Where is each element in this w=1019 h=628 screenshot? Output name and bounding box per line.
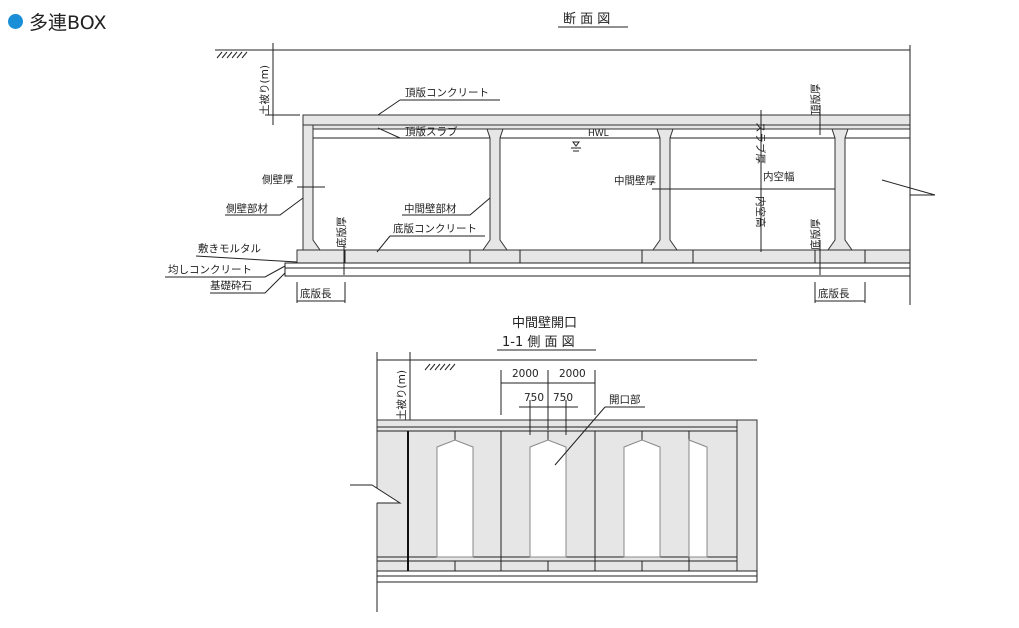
side-view-title: 1-1 側 面 図 — [502, 335, 575, 350]
side-soil-cover-label: 土被り(m) — [395, 370, 408, 420]
break-mark-icon — [350, 484, 402, 504]
side-wall-member-label: 側壁部材 — [226, 202, 268, 215]
side-wall-thickness-label: 側壁厚 — [262, 173, 294, 186]
bullet-icon — [8, 14, 23, 29]
inner-height-label: 内空高 — [754, 196, 767, 228]
page-title: 多連BOX — [29, 12, 107, 34]
base-gravel-label: 基礎砕石 — [210, 279, 252, 292]
middle-wall-thickness-label: 中間壁厚 — [614, 174, 656, 187]
middle-wall-member-label: 中間壁部材 — [404, 202, 457, 215]
opening-label: 開口部 — [609, 393, 641, 406]
inner-width-label: 内空幅 — [763, 170, 795, 183]
bottom-thickness-left-label: 底版厚 — [335, 216, 348, 248]
leveling-concrete-label: 均しコンクリート — [168, 264, 252, 276]
base-gravel — [284, 267, 911, 277]
bottom-concrete — [296, 249, 911, 264]
opening-4 — [688, 439, 708, 558]
slab-thickness-label: スラブ厚 — [754, 122, 767, 164]
bottom-length-left-label: 底版長 — [300, 287, 332, 300]
side-view: 中間壁開口 1-1 側 面 図 土被り(m) 2000 2000 — [350, 316, 758, 612]
section-view: 断 面 図 土被り(m) HWL 頂版コンクリート — [165, 12, 936, 305]
hwl-label: HWL — [588, 129, 609, 139]
ground-hatch-icon — [424, 363, 456, 371]
end-cap — [736, 419, 758, 572]
break-mark-icon — [881, 179, 936, 196]
soil-cover-label: 土被り(m) — [258, 65, 271, 115]
ground-hatch-icon — [216, 51, 248, 59]
middle-wall-1 — [482, 128, 508, 251]
mortar-label: 敷きモルタル — [198, 242, 261, 255]
dim-750-b: 750 — [553, 392, 573, 404]
top-slab-label: 頂版スラブ — [405, 125, 458, 138]
opening-3 — [623, 439, 661, 558]
dim-2000-a: 2000 — [512, 368, 539, 380]
leveling-concrete — [284, 262, 911, 269]
bottom-length-right-label: 底版長 — [818, 287, 850, 300]
side-view-subtitle: 中間壁開口 — [512, 316, 577, 331]
section-title: 断 面 図 — [563, 12, 610, 27]
top-concrete-label: 頂版コンクリート — [405, 86, 489, 99]
water-level-icon — [571, 141, 581, 152]
dim-750-a: 750 — [524, 392, 544, 404]
top-thickness-label: 頂版厚 — [809, 83, 822, 115]
bottom-thickness-right-label: 底版厚 — [809, 218, 822, 250]
top-concrete — [302, 114, 911, 126]
opening-1 — [436, 439, 474, 558]
page-header: 多連BOX — [8, 8, 106, 35]
dim-2000-b: 2000 — [559, 368, 586, 380]
bottom-concrete-label: 底版コンクリート — [393, 222, 477, 235]
opening-2 — [529, 439, 567, 558]
